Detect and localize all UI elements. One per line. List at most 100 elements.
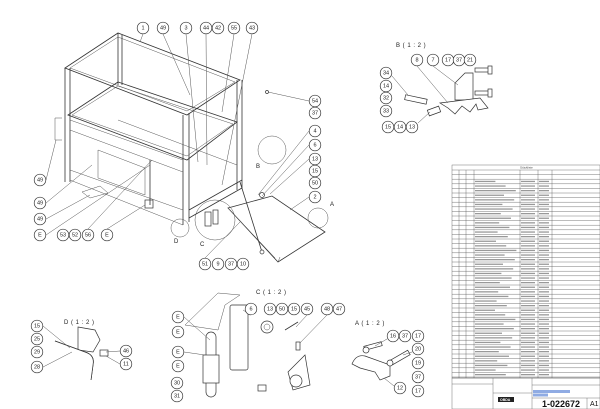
- table-cell-text: [475, 268, 514, 270]
- title-highlight: [533, 390, 570, 393]
- table-cell-text: [475, 185, 506, 187]
- table-cell-text: [475, 222, 500, 224]
- table-cell-text: [521, 374, 535, 376]
- view-a-label: A ( 1 : 2 ): [355, 321, 385, 327]
- balloon-label: 49: [160, 25, 166, 31]
- detail-circle-c: [194, 199, 236, 241]
- table-cell-text: [475, 282, 500, 284]
- table-cell-text: [539, 236, 549, 238]
- balloon-view-b: 17: [441, 53, 455, 67]
- table-cell-text: [475, 351, 499, 353]
- table-cell-text: [521, 337, 535, 339]
- logo-text: OBDA: [500, 398, 511, 402]
- table-cell-text: [539, 263, 549, 265]
- table-cell-text: [539, 240, 549, 242]
- table-cell-text: [475, 236, 508, 238]
- leader-lines: [45, 33, 310, 259]
- balloon-label: 6: [249, 306, 252, 312]
- table-cell-text: [475, 208, 513, 210]
- balloon-main-right: 2: [308, 190, 322, 204]
- balloon-main-top: 42: [211, 21, 225, 35]
- table-cell-text: [521, 300, 535, 302]
- table-cell-text: [521, 314, 535, 316]
- table-cell-text: [539, 346, 549, 348]
- balloon-label: 16: [390, 333, 396, 339]
- main-frame-assembly: D C B A: [54, 32, 334, 263]
- table-cell-text: [521, 369, 535, 371]
- detail-circle-b: [257, 135, 287, 165]
- drawing-number: 1-022672: [542, 399, 580, 409]
- table-cell-text: [539, 309, 549, 311]
- balloon-label: 30: [174, 380, 180, 386]
- balloon-label: 44: [203, 25, 209, 31]
- table-cell-text: [475, 369, 496, 371]
- balloon-label: 17: [415, 333, 421, 339]
- table-cell-text: [475, 180, 496, 183]
- balloon-main-left: 56: [81, 228, 95, 242]
- balloon-label: 37: [312, 110, 318, 116]
- detail-circle-d: [170, 218, 190, 238]
- balloon-label: 15: [312, 168, 318, 174]
- table-cell-text: [539, 259, 549, 261]
- balloon-view-d: 25: [30, 332, 44, 346]
- view-c: C ( 1 : 2 ): [183, 290, 328, 398]
- table-cell-text: [475, 323, 504, 325]
- table-cell-text: [539, 332, 549, 334]
- balloon-main-top: 44: [199, 21, 213, 35]
- table-cell-text: [521, 360, 535, 362]
- sheet-format: A1: [590, 401, 599, 408]
- table-cell-text: [475, 291, 499, 293]
- balloon-label: 29: [34, 349, 40, 355]
- table-cell-text: [521, 217, 535, 219]
- balloon-label: 49: [37, 216, 43, 222]
- balloon-label: E: [176, 349, 180, 355]
- balloon-label: 54: [312, 98, 318, 104]
- balloon-label: 10: [240, 261, 246, 267]
- table-cell-text: [539, 374, 549, 376]
- table-cell-text: [521, 351, 535, 353]
- table-cell-text: [521, 254, 535, 256]
- balloon-label: 14: [397, 124, 403, 130]
- balloon-label: 55: [231, 25, 237, 31]
- balloon-view-b: 8: [410, 53, 424, 67]
- table-cell-text: [539, 208, 549, 210]
- balloon-label: 15: [385, 124, 391, 130]
- balloon-view-d: 28: [30, 360, 44, 374]
- table-cell-text: [521, 332, 535, 334]
- balloon-main-right: 4: [308, 124, 322, 138]
- balloon-view-c: E: [171, 359, 185, 373]
- table-cell-text: [521, 305, 535, 307]
- table-cell-text: [475, 259, 515, 261]
- balloon-label: 25: [34, 336, 40, 342]
- balloon-view-c: E: [171, 310, 185, 324]
- table-cell-text: [521, 282, 535, 284]
- table-cell-text: [539, 277, 549, 279]
- balloon-label: E: [176, 329, 180, 335]
- balloon-view-a: 37: [411, 370, 425, 384]
- balloon-label: 8: [415, 57, 418, 63]
- table-cell-text: [521, 309, 535, 311]
- balloon-main-right: 6: [308, 138, 322, 152]
- view-b-label: B ( 1 : 2 ): [396, 43, 426, 49]
- table-cell-text: [521, 249, 535, 252]
- table-cell-text: [539, 369, 549, 371]
- table-cell-text: [521, 185, 535, 187]
- balloon-label: 28: [34, 364, 40, 370]
- table-cell-text: [539, 185, 549, 187]
- balloon-label: 20: [415, 346, 421, 352]
- balloon-label: 9: [216, 261, 219, 267]
- balloon-label: 45: [304, 306, 310, 312]
- table-cell-text: [475, 332, 502, 334]
- balloon-main-top: 3: [179, 21, 193, 35]
- table-cell-text: [475, 277, 512, 279]
- table-cell-text: [539, 295, 549, 298]
- table-cell-text: [539, 314, 549, 316]
- table-cell-text: [475, 240, 496, 242]
- balloon-main-bottom: 51: [198, 257, 212, 271]
- balloon-label: 12: [397, 385, 403, 391]
- balloon-label: 3: [184, 25, 187, 31]
- balloon-view-a: 19: [411, 356, 425, 370]
- table-cell-text: [475, 199, 515, 201]
- table-cell-text: [539, 199, 549, 201]
